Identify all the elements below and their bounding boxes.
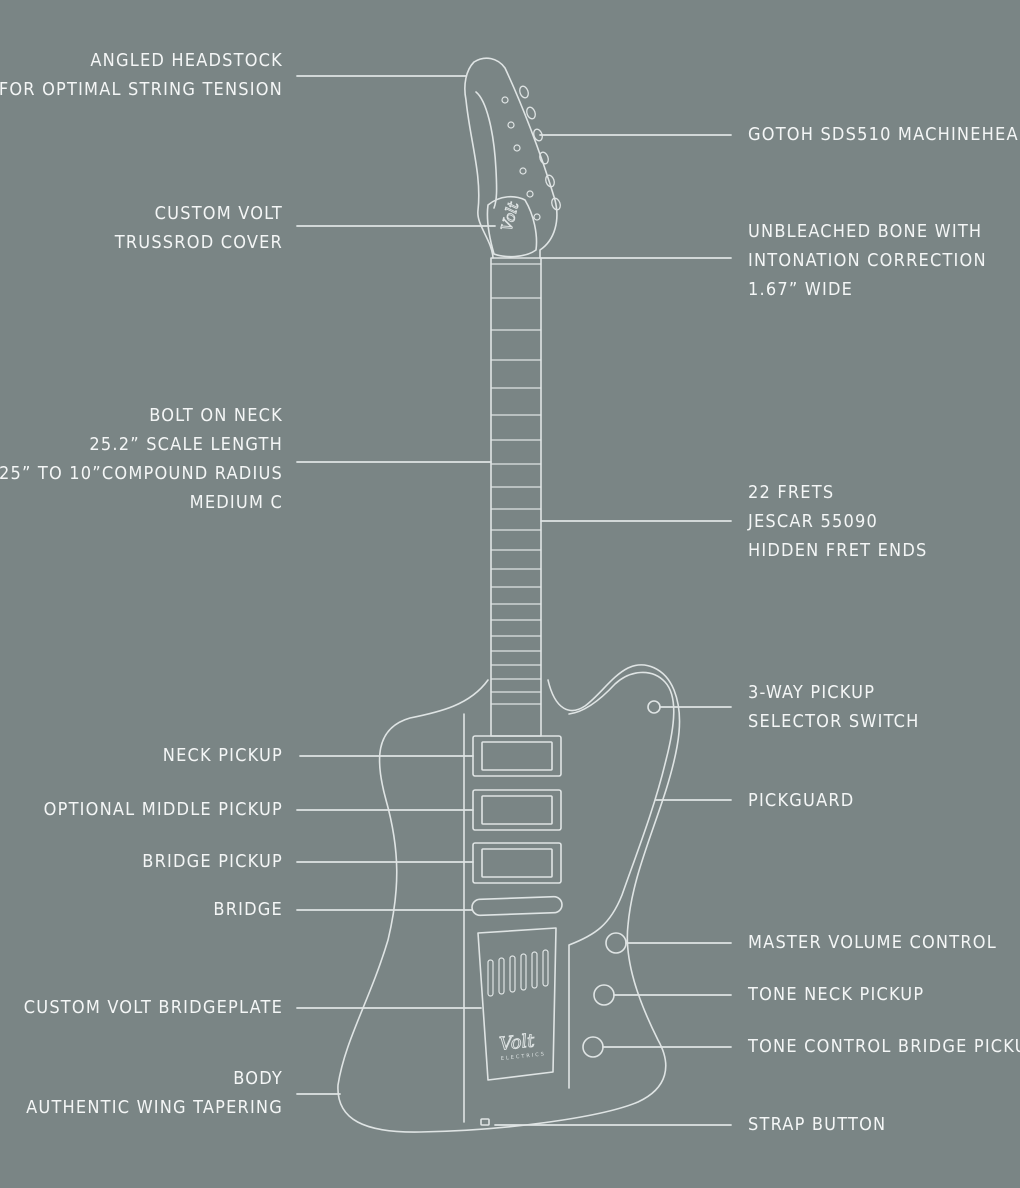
label-frets-line: HIDDEN FRET ENDS xyxy=(748,540,928,561)
label-angled-headstock-line: ANGLED HEADSTOCK xyxy=(90,50,283,71)
label-nut-line: INTONATION CORRECTION xyxy=(748,250,987,271)
frets xyxy=(490,263,542,705)
headstock-inner xyxy=(475,91,498,209)
label-selector-switch-line: 3-WAY PICKUP xyxy=(748,682,876,703)
label-bridge-pickup-line: BRIDGE PICKUP xyxy=(142,851,283,872)
label-body: BODY AUTHENTIC WING TAPERING xyxy=(26,1064,283,1122)
label-machineheads: GOTOH SDS510 MACHINEHEADS xyxy=(748,120,1020,149)
tone-neck-knob xyxy=(593,984,615,1006)
label-nut-line: UNBLEACHED BONE WITH xyxy=(748,221,983,242)
tone-bridge-knob xyxy=(582,1036,604,1058)
label-frets-line: JESCAR 55090 xyxy=(748,511,878,532)
label-pickguard-line: PICKGUARD xyxy=(748,790,855,811)
strap-button xyxy=(480,1118,490,1126)
label-bridgeplate-line: CUSTOM VOLT BRIDGEPLATE xyxy=(23,997,283,1018)
master-volume-knob xyxy=(605,932,627,954)
label-strap-button: STRAP BUTTON xyxy=(748,1110,886,1139)
label-frets-line: 22 FRETS xyxy=(748,482,835,503)
label-selector-switch-line: SELECTOR SWITCH xyxy=(748,711,920,732)
body-outline xyxy=(337,664,681,1133)
label-master-volume-line: MASTER VOLUME CONTROL xyxy=(748,932,997,953)
label-body-line: BODY xyxy=(233,1068,283,1089)
label-bridgeplate: CUSTOM VOLT BRIDGEPLATE xyxy=(24,993,283,1022)
label-strap-button-line: STRAP BUTTON xyxy=(748,1114,887,1135)
label-trussrod-cover-line: CUSTOM VOLT xyxy=(154,203,283,224)
bridgeplate-sublogo: ELECTRICS xyxy=(501,1051,547,1062)
middle-pickup xyxy=(472,789,562,831)
label-bolt-on-neck-line: MEDIUM C xyxy=(189,492,283,513)
label-neck-pickup: NECK PICKUP xyxy=(163,741,283,770)
label-selector-switch: 3-WAY PICKUP SELECTOR SWITCH xyxy=(748,678,920,736)
label-trussrod-cover: CUSTOM VOLT TRUSSROD COVER xyxy=(115,199,283,257)
label-angled-headstock-line: FOR OPTIMAL STRING TENSION xyxy=(0,79,283,100)
neck-pickup xyxy=(472,735,562,777)
label-body-line: AUTHENTIC WING TAPERING xyxy=(26,1097,283,1118)
label-machineheads-line: GOTOH SDS510 MACHINEHEADS xyxy=(748,124,1020,145)
headstock-logo: Volt xyxy=(497,199,522,233)
label-bridge-line: BRIDGE xyxy=(213,899,283,920)
label-bolt-on-neck-line: BOLT ON NECK xyxy=(149,405,283,426)
label-trussrod-cover-line: TRUSSROD COVER xyxy=(114,232,283,253)
label-nut-line: 1.67” WIDE xyxy=(748,279,854,300)
label-bolt-on-neck-line: 25.2” SCALE LENGTH xyxy=(89,434,283,455)
bridgeplate-slots xyxy=(487,949,549,997)
label-pickguard: PICKGUARD xyxy=(748,786,854,815)
bridgeplate-logo: Volt xyxy=(498,1030,536,1055)
tuner-posts xyxy=(501,96,541,221)
label-tone-bridge-line: TONE CONTROL BRIDGE PICKUP xyxy=(748,1036,1020,1057)
label-nut: UNBLEACHED BONE WITH INTONATION CORRECTIO… xyxy=(748,217,987,304)
selector-switch xyxy=(647,700,661,714)
pickguard-outline xyxy=(463,671,675,1123)
headstock-outline xyxy=(464,57,558,259)
label-master-volume: MASTER VOLUME CONTROL xyxy=(748,928,997,957)
label-bolt-on-neck: BOLT ON NECK 25.2” SCALE LENGTH 7.25” TO 1… xyxy=(0,401,283,517)
label-bolt-on-neck-line: 7.25” TO 10”COMPOUND RADIUS xyxy=(0,463,283,484)
bridge-pickup xyxy=(472,842,562,884)
trussrod-cover xyxy=(486,195,538,258)
label-bridge: BRIDGE xyxy=(213,895,283,924)
leader-lines xyxy=(296,75,732,1126)
label-middle-pickup: OPTIONAL MIDDLE PICKUP xyxy=(44,795,283,824)
bridgeplate xyxy=(477,927,557,1081)
bridge xyxy=(471,895,563,917)
label-tone-neck-line: TONE NECK PICKUP xyxy=(748,984,925,1005)
label-middle-pickup-line: OPTIONAL MIDDLE PICKUP xyxy=(43,799,283,820)
label-bridge-pickup: BRIDGE PICKUP xyxy=(142,847,283,876)
label-neck-pickup-line: NECK PICKUP xyxy=(162,745,283,766)
label-tone-neck: TONE NECK PICKUP xyxy=(748,980,924,1009)
machineheads xyxy=(519,85,561,211)
label-tone-bridge: TONE CONTROL BRIDGE PICKUP xyxy=(748,1032,1020,1061)
label-angled-headstock: ANGLED HEADSTOCK FOR OPTIMAL STRING TENSI… xyxy=(0,46,283,104)
